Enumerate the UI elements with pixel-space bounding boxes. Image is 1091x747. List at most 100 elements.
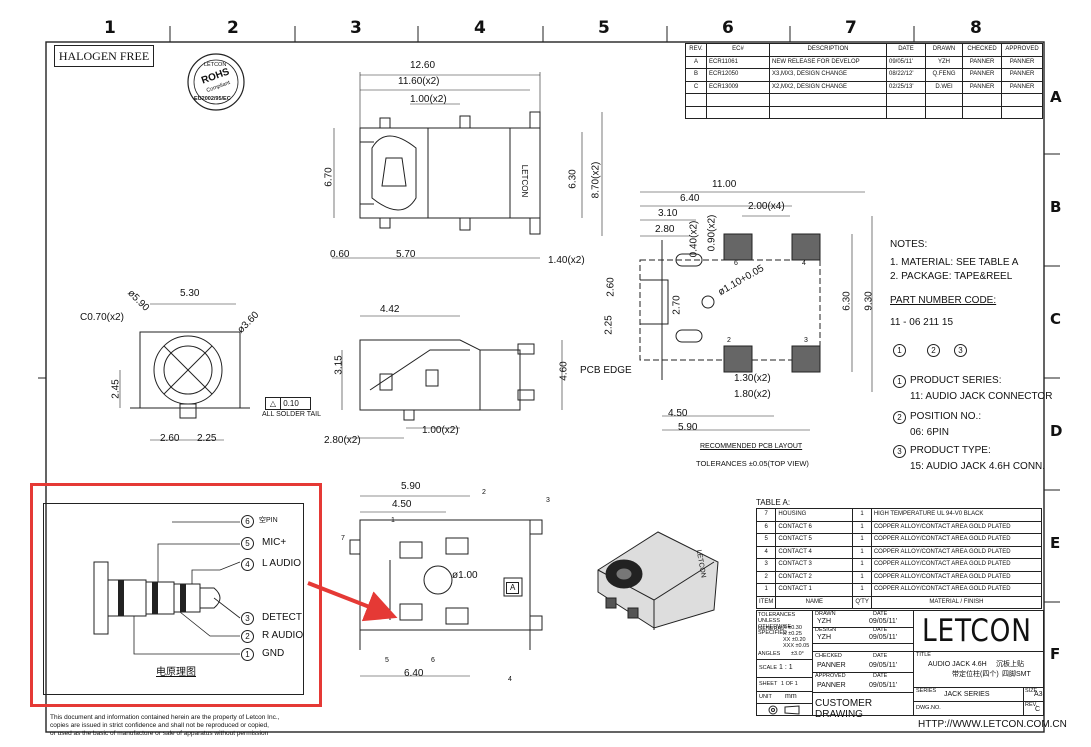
size-label: SIZE: [1025, 688, 1038, 694]
dim-label: 6.70: [323, 167, 335, 187]
note-item: 2. PACKAGE: TAPE&REEL: [890, 271, 1013, 282]
pn-circle-1: 1: [893, 375, 906, 388]
rev-cell: B: [685, 68, 707, 82]
item-cell: 5: [755, 533, 777, 547]
row-letter: F: [1050, 645, 1061, 663]
pin-circle: 3: [241, 612, 254, 625]
brand-logo: LETCON: [922, 613, 1032, 649]
column-number: 1: [104, 18, 116, 38]
rev-cell: X2,MX2, DESIGN CHANGE: [769, 80, 887, 94]
dim-label: 4.50: [668, 408, 688, 419]
pin-a-marker: A: [506, 582, 520, 594]
dim-label: 2.60: [160, 433, 180, 444]
dim-label: 2.80(x2): [324, 435, 361, 446]
sheet-value: 1 OF 1: [781, 681, 798, 687]
dim-label: 6.30: [567, 169, 579, 189]
rohs-seal-top: LETCON: [204, 62, 227, 68]
series-value: JACK SERIES: [944, 691, 990, 698]
table-row: C ECR13009 X2,MX2, DESIGN CHANGE 02/25/1…: [685, 80, 1043, 94]
name-cell: CONTACT 5: [775, 533, 854, 547]
sheet-label: SHEET: [759, 681, 778, 687]
approved-value: PANNER: [817, 682, 846, 689]
name-cell: CONTACT 3: [775, 558, 854, 572]
dim-label: 2.25: [197, 433, 217, 444]
rev-cell: D.WEI: [925, 80, 963, 94]
pin-label: GND: [262, 648, 285, 659]
scale-cell: SCALE 1 : 1: [757, 659, 813, 678]
halogen-free-label: HALOGEN FREE: [54, 45, 154, 67]
scale-value: 1 : 1: [779, 664, 793, 671]
rev-cell: C: [685, 80, 707, 94]
row-letter: E: [1050, 534, 1061, 552]
dim-label: 2.60: [605, 277, 617, 297]
callout-number: 3: [546, 497, 550, 504]
tolerance-row: XXX ±0.05: [783, 643, 810, 649]
date-value: 09/05/11': [869, 662, 898, 669]
callout-number: 1: [391, 517, 395, 524]
rev-cell: PANNER: [962, 80, 1002, 94]
table-header: REV.: [685, 43, 707, 57]
qty-cell: 1: [852, 520, 872, 534]
size-cell: SIZE A3: [1023, 687, 1044, 702]
notes-block: NOTES: 1. MATERIAL: SEE TABLE A 2. PACKA…: [890, 238, 1018, 330]
position-value: 06: 6PIN: [910, 427, 949, 438]
callout-number: 5: [385, 657, 389, 664]
rev-cell: PANNER: [1001, 68, 1043, 82]
pin-label: L AUDIO: [262, 558, 302, 569]
drawn-label: DRAWN: [815, 611, 836, 617]
rev-cell: PANNER: [1001, 80, 1043, 94]
pcb-layout-drawing: [639, 191, 873, 431]
dim-label: ø1.00: [452, 570, 478, 581]
table-header: EC#: [706, 43, 770, 57]
material-cell: COPPER ALLOY/CONTACT AREA GOLD PLATED: [870, 558, 1043, 572]
tolerance-cell: TOLERANCES UNLESS OTHERWISE SPECIFIED GE…: [757, 611, 813, 660]
dim-label: 0.90(x2): [706, 214, 718, 252]
table-header: MATERIAL / FINISH: [870, 595, 1043, 609]
dim-label: 1.00(x2): [410, 94, 447, 105]
date-label: DATE: [873, 673, 888, 679]
company-url: HTTP://WWW.LETCON.COM.CN: [918, 719, 1067, 730]
marking-label: LETCON: [520, 164, 530, 198]
name-cell: CONTACT 4: [775, 545, 854, 559]
qty-cell: 1: [852, 583, 872, 597]
product-type-value: 15: AUDIO JACK 4.6H CONN.: [910, 461, 1046, 472]
pin-circle: 5: [241, 537, 254, 550]
solder-tail-label: ALL SOLDER TAIL: [262, 411, 322, 418]
schematic-inner-frame: [43, 503, 304, 695]
item-cell: 7: [755, 508, 777, 522]
top-view-drawing: [332, 72, 603, 259]
table-header: CHECKED: [962, 43, 1002, 57]
column-number: 5: [598, 18, 610, 38]
tolerance-title: TOLERANCES UNLESS OTHERWISE SPECIFIED: [758, 612, 796, 636]
callout-number: 7: [341, 535, 345, 542]
pin-circle: 2: [241, 630, 254, 643]
table-a-title: TABLE A:: [756, 498, 791, 507]
title-label: TITLE: [916, 652, 931, 658]
item-cell: 3: [755, 558, 777, 572]
column-number: 3: [350, 18, 362, 38]
angles-value: ±3.0°: [791, 651, 804, 657]
row-letter: D: [1050, 422, 1063, 440]
pin-circle: 4: [241, 558, 254, 571]
customer-drawing-label: CUSTOMER DRAWING: [815, 698, 873, 720]
item-cell: 6: [755, 520, 777, 534]
name-cell: HOUSING: [775, 508, 854, 522]
table-row: [685, 105, 1043, 119]
design-label: DESIGN: [815, 627, 837, 633]
tolerance-row: X ±0.30: [783, 625, 802, 631]
dim-label: 0.40(x2): [688, 220, 700, 258]
rev-cell: PANNER: [1001, 55, 1043, 69]
pn-circle-3: 3: [954, 344, 967, 357]
title-block: TOLERANCES UNLESS OTHERWISE SPECIFIED GE…: [756, 610, 1044, 720]
pn-circle-2: 2: [893, 411, 906, 424]
checked-label: CHECKED: [815, 653, 842, 659]
rev-cell: REV. C: [1023, 701, 1044, 715]
rev-value: C: [1035, 706, 1041, 713]
date-value: 09/05/11': [869, 634, 898, 641]
dim-label: 2.45: [110, 379, 122, 399]
flatness-icon: △: [266, 398, 281, 409]
row-letter: A: [1050, 88, 1062, 106]
